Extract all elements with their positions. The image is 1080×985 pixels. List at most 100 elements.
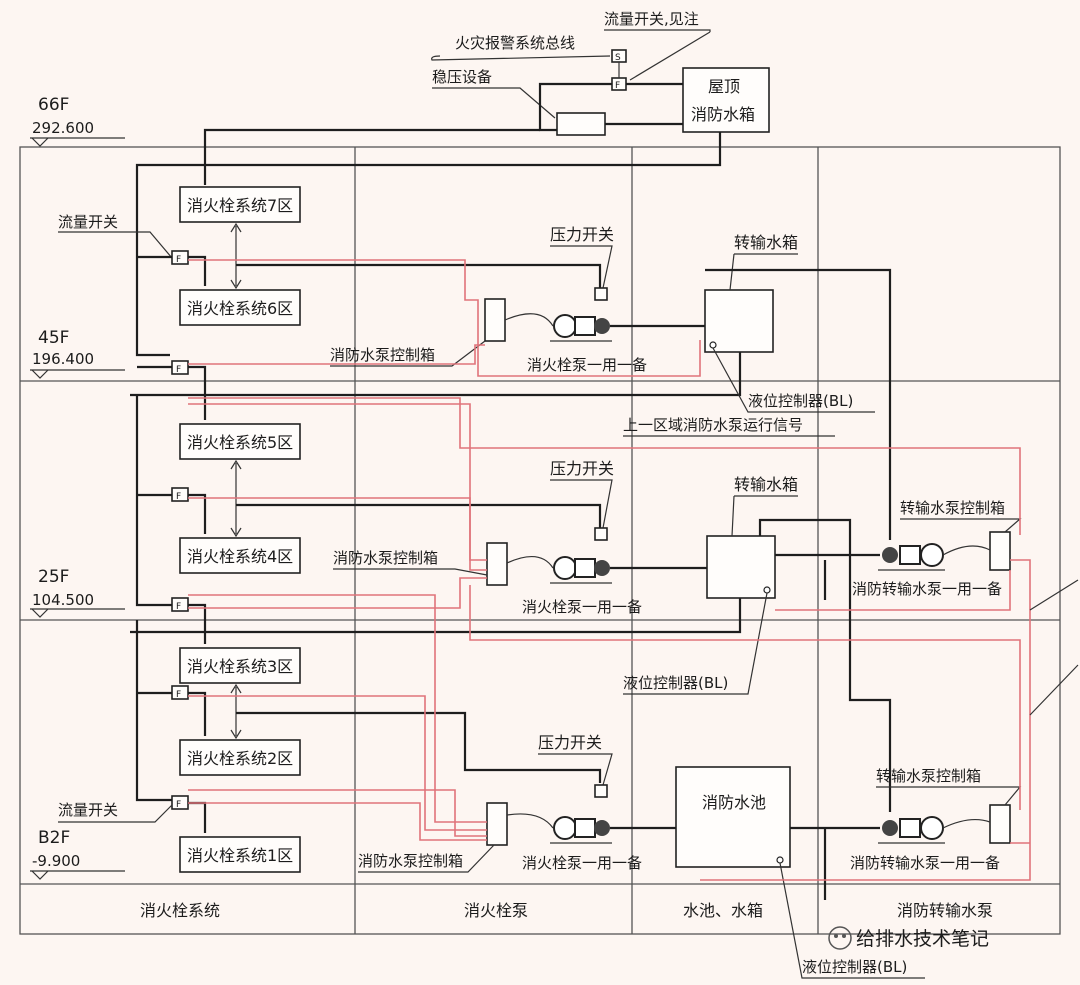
transfer-tank-label: 转输水箱 xyxy=(734,475,798,494)
diagram-stroke xyxy=(550,245,613,289)
diagram-stroke xyxy=(432,87,556,119)
switch-letter: 消火栓系统1区 xyxy=(187,846,293,865)
diagram-stroke xyxy=(1029,579,1079,716)
diagram-stroke xyxy=(779,862,925,979)
transfer-pump-box-label: 转输水泵控制箱 xyxy=(876,767,981,785)
transfer-tank-label: 转输水箱 xyxy=(734,233,798,252)
diagram-stroke xyxy=(188,403,487,561)
diagram-stroke xyxy=(842,934,846,938)
flow-switch-label: 流量开关 xyxy=(58,801,118,819)
signal-wiring xyxy=(188,259,1079,881)
diagram-stroke xyxy=(188,497,487,571)
zone-pipes xyxy=(130,255,742,833)
zone-box xyxy=(179,289,301,326)
pump-control-box xyxy=(486,802,508,846)
diagram-stroke xyxy=(135,132,722,357)
diagram-stroke xyxy=(876,786,1022,806)
diagram-stroke xyxy=(506,813,554,829)
floor-elevation: 292.600 xyxy=(32,119,94,137)
diagram-stroke xyxy=(330,340,486,367)
pressure-switch xyxy=(594,287,608,301)
watermark-text: 给排水技术笔记 xyxy=(856,928,989,950)
switch-letter: F xyxy=(176,365,181,375)
transfer-pump xyxy=(878,543,945,571)
footer-caption: 水池、水箱 xyxy=(683,901,763,920)
switch-letter: 消火栓系统5区 xyxy=(187,433,293,452)
pressure-device-label: 稳压设备 xyxy=(432,68,492,86)
diagram-stroke xyxy=(882,820,898,836)
diagram-stroke xyxy=(705,268,892,540)
floor-elevation: 196.400 xyxy=(32,350,94,368)
diagram-stroke xyxy=(834,934,838,938)
level-controller-label: 液位控制器(BL) xyxy=(748,392,853,410)
diagram-stroke xyxy=(574,316,596,336)
diagram-stroke xyxy=(553,314,577,338)
diagram-stroke xyxy=(31,369,49,379)
switch-letter: F xyxy=(176,800,181,810)
pump-control-box-label: 消防水泵控制箱 xyxy=(358,852,463,870)
hydrant-pump-label: 消火栓泵一用一备 xyxy=(522,854,642,872)
diagram-stroke xyxy=(574,558,596,578)
roof-tank xyxy=(682,67,770,133)
diagram-stroke xyxy=(58,231,173,259)
switch-letter: F xyxy=(615,81,620,91)
diagram-stroke xyxy=(538,753,613,786)
floor-name: 45F xyxy=(38,328,69,348)
diagram-stroke xyxy=(236,503,602,528)
level-controller-label: 液位控制器(BL) xyxy=(802,958,907,976)
floor-elevation: -9.900 xyxy=(32,852,80,870)
watermark: 给排水技术笔记 xyxy=(828,926,989,950)
diagram-stroke xyxy=(236,711,602,783)
diagram-stroke xyxy=(942,545,991,556)
diagram-stroke xyxy=(623,592,768,695)
top-equipment: 火灾报警系统总线 流量开关,见注 S F 稳压设备 屋顶 消防水箱 xyxy=(135,10,770,357)
diagram-stroke xyxy=(188,789,487,837)
fire-pool-label: 消防水池 xyxy=(702,793,766,812)
pump-control-box-label: 消防水泵控制箱 xyxy=(333,549,438,567)
diagram-stroke xyxy=(188,344,485,365)
roof-tank-label-2: 消防水箱 xyxy=(691,105,755,124)
diagram-stroke xyxy=(763,586,771,594)
pump-control-box xyxy=(484,298,506,342)
transfer-pump-box-label: 转输水泵控制箱 xyxy=(900,499,1005,517)
pressure-device xyxy=(556,112,606,136)
diagram-stroke xyxy=(130,352,742,397)
roof-tank-label-1: 屋顶 xyxy=(708,77,740,96)
diagram-stroke xyxy=(58,804,173,823)
pump-station-lower: 压力开关 消防水泵控制箱 消火栓泵一用一备 消防水池 液位控制器(BL) 转输水… xyxy=(358,560,1022,979)
diagram-stroke xyxy=(203,128,540,185)
wechat-icon xyxy=(828,926,852,950)
transfer-pump-label: 消防转输水泵一用一备 xyxy=(850,854,1000,872)
diagram-stroke xyxy=(188,603,207,644)
pressure-switch-label: 压力开关 xyxy=(550,459,614,478)
diagram-stroke xyxy=(31,608,49,618)
diagram-stroke xyxy=(700,559,1031,881)
diagram-stroke xyxy=(920,543,944,567)
diagram-stroke xyxy=(135,395,172,607)
diagram-stroke xyxy=(629,31,711,81)
diagram-stroke xyxy=(594,820,610,836)
flow-switch-label: 流量开关 xyxy=(58,213,118,231)
diagram-stroke xyxy=(188,259,701,377)
switch-letter: S xyxy=(615,53,621,63)
diagram-stroke xyxy=(188,695,487,831)
diagram-stroke xyxy=(729,253,798,291)
diagram-stroke xyxy=(594,318,610,334)
diagram-stroke xyxy=(709,341,717,349)
diagram-stroke xyxy=(137,493,207,534)
transfer-pump-label: 消防转输水泵一用一备 xyxy=(852,580,1002,598)
switch-letter: 消火栓系统4区 xyxy=(187,547,293,566)
diagram-stroke xyxy=(604,29,711,32)
diagram-stroke xyxy=(333,568,488,576)
transfer-pump-control-box xyxy=(989,531,1011,571)
switch-letter: F xyxy=(176,602,181,612)
pressure-switch-label: 压力开关 xyxy=(550,225,614,244)
flow-switch-note-label: 流量开关,见注 xyxy=(604,10,699,28)
zone-box xyxy=(179,739,301,776)
pump-station-middle: 上一区域消防水泵运行信号 压力开关 消防水泵控制箱 消火栓泵一用一备 转输水箱 … xyxy=(333,416,1022,812)
switch-letter: F xyxy=(176,690,181,700)
zone-box xyxy=(179,836,301,873)
diagram-stroke xyxy=(506,556,554,569)
diagram-stroke xyxy=(230,683,242,740)
